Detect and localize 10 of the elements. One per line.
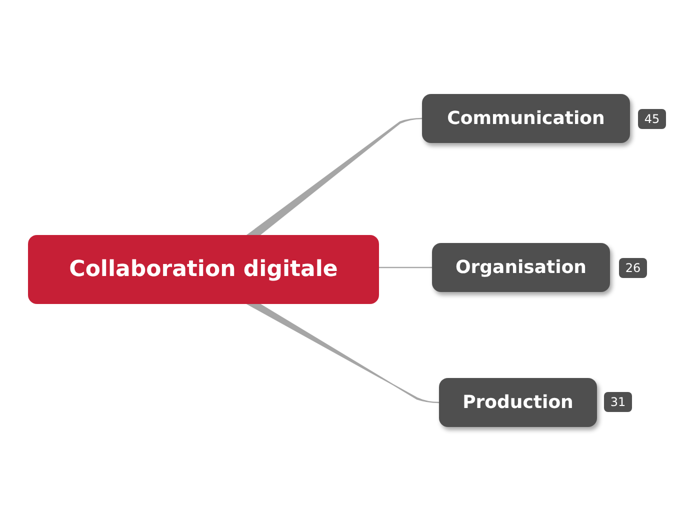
count-badge: 31 xyxy=(604,392,632,412)
topic-box: Production xyxy=(439,378,597,427)
count-badge: 45 xyxy=(638,109,666,129)
connector-line xyxy=(246,303,440,404)
connector-line xyxy=(246,118,423,236)
count-badge: 26 xyxy=(619,258,647,278)
topic-box: Organisation xyxy=(432,243,610,292)
topic-box: Communication xyxy=(422,94,630,143)
central-topic: Collaboration digitale xyxy=(28,235,379,304)
connector-line xyxy=(379,266,432,268)
